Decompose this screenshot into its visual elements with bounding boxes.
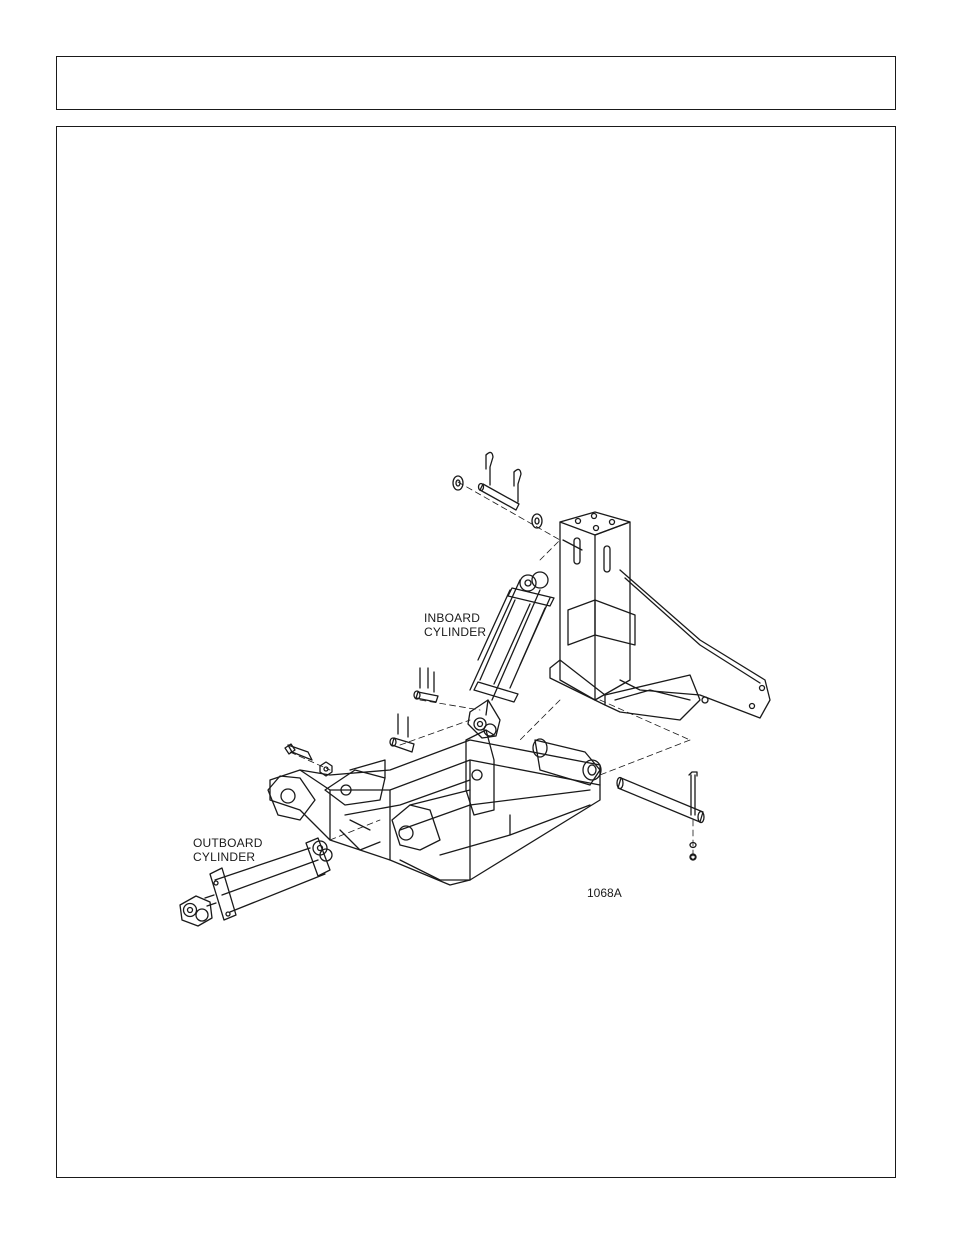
boom-weldment (268, 730, 601, 885)
mounting-frame (550, 512, 770, 720)
figure-number: 1068A (587, 886, 622, 900)
inboard-cylinder-label: INBOARD CYLINDER (424, 611, 486, 639)
outboard-cylinder-label: OUTBOARD CYLINDER (193, 836, 263, 864)
pivot-pin-hardware (617, 772, 704, 860)
upper-pin-hardware (453, 452, 542, 528)
inboard-cylinder (468, 572, 554, 738)
clevis-pins (390, 668, 438, 752)
assembly-centerlines (290, 482, 693, 860)
